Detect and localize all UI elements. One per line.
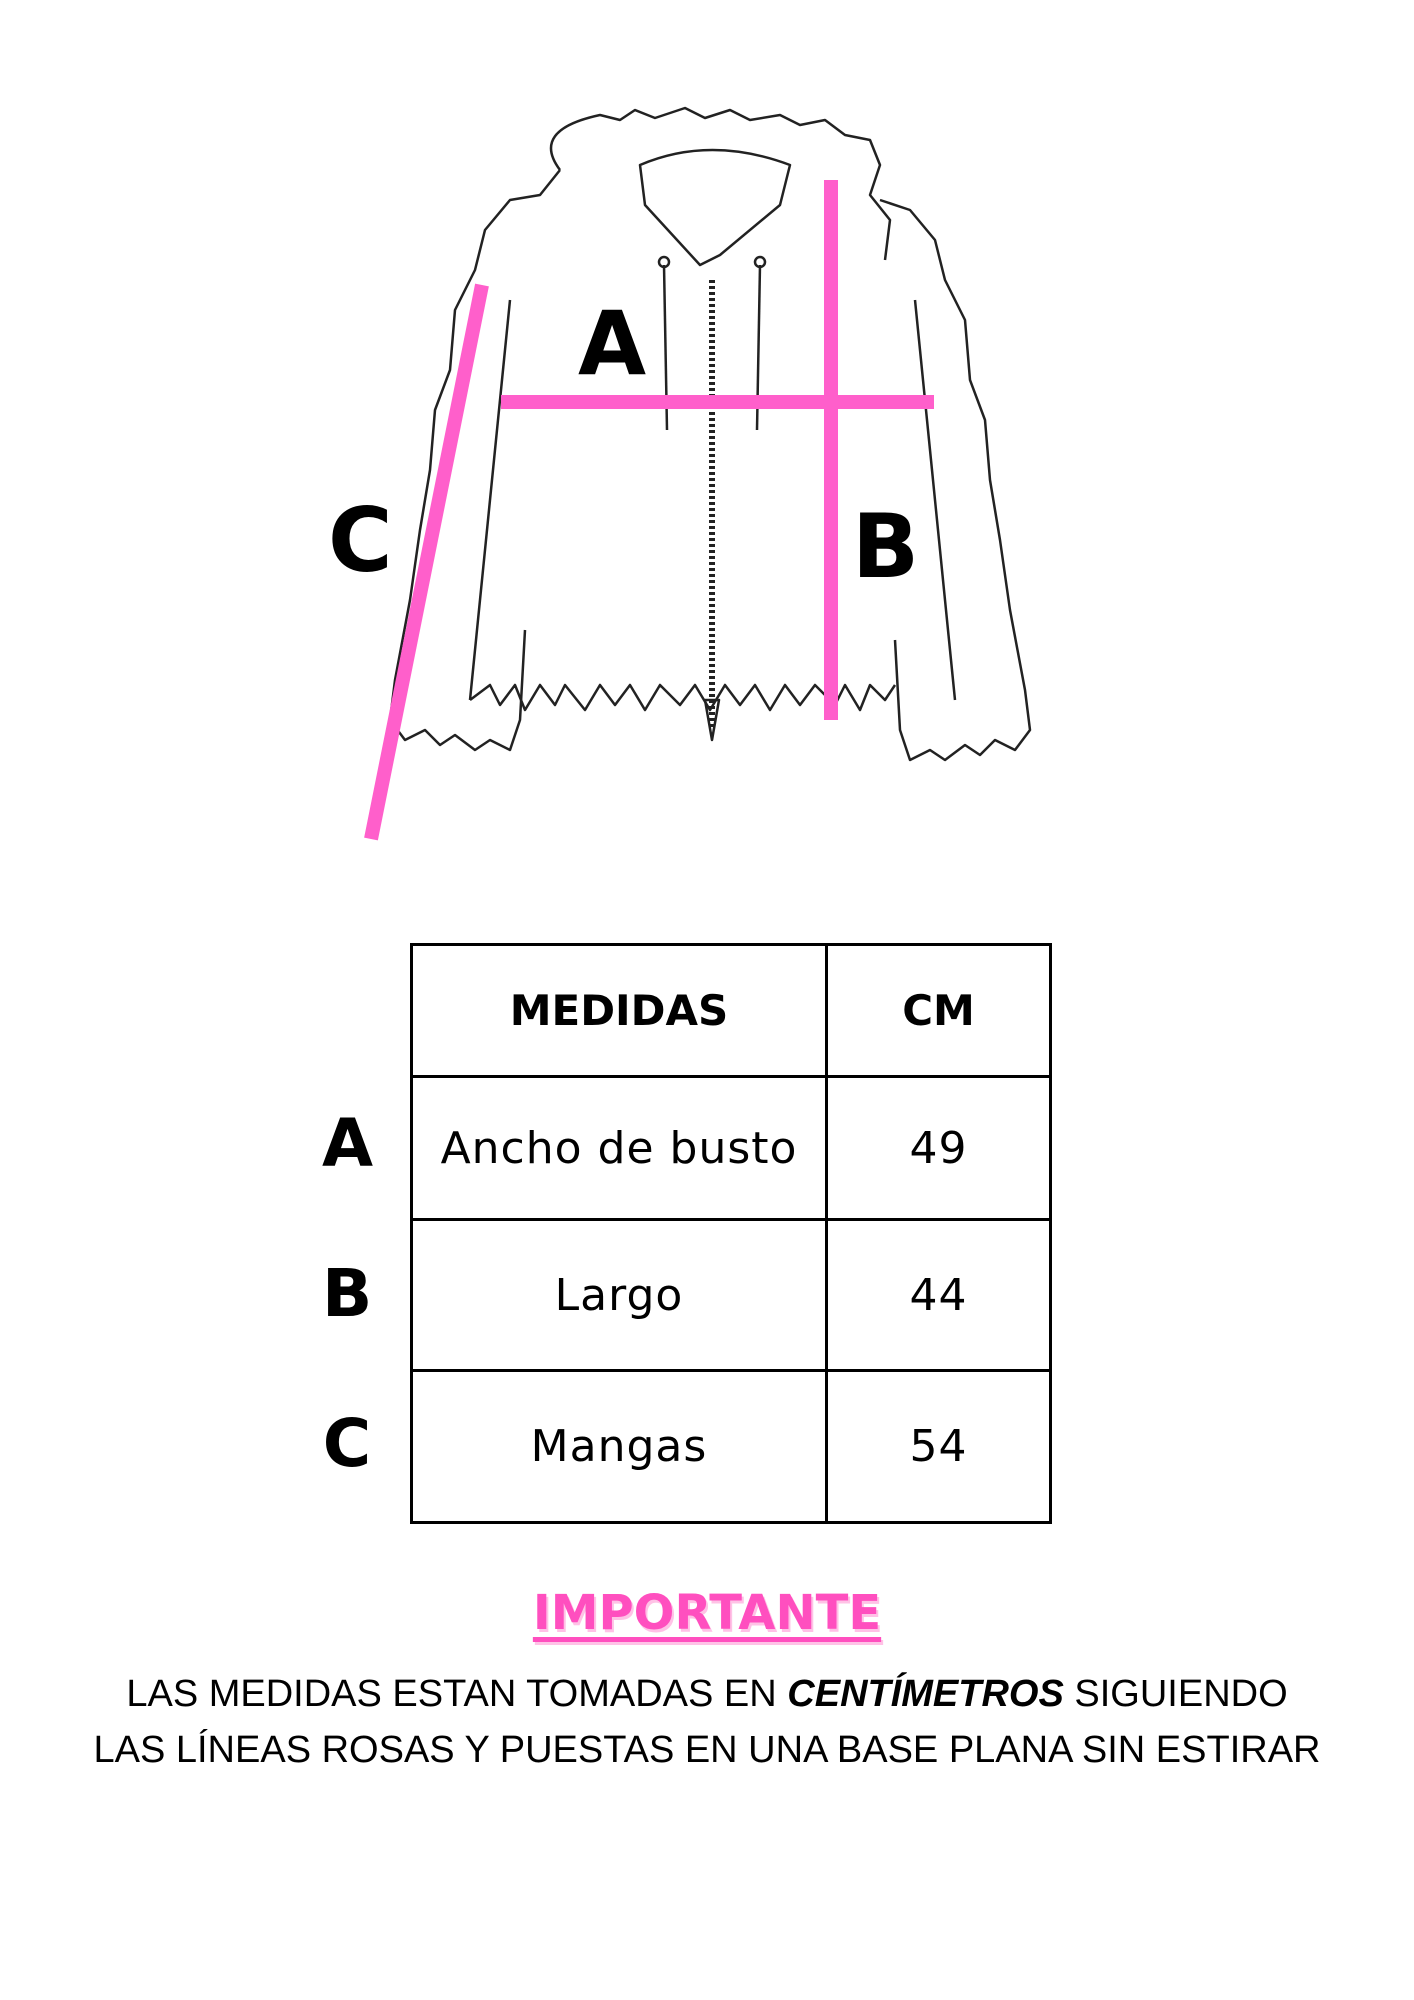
measure-line-c xyxy=(364,283,489,841)
sleeve-seam-right xyxy=(913,299,957,701)
important-heading: IMPORTANTE xyxy=(0,1585,1414,1641)
measure-name: Largo xyxy=(410,1218,828,1372)
hood-inner xyxy=(638,148,792,267)
header-medidas: MEDIDAS xyxy=(410,943,828,1078)
note-emphasis: CENTÍMETROS xyxy=(787,1673,1064,1715)
diagram-label-a: A xyxy=(578,292,647,395)
table-row: Ancho de busto 49 xyxy=(410,1075,1052,1221)
measurements-table: MEDIDAS CM Ancho de busto 49 Largo 44 Ma… xyxy=(410,943,1052,1524)
body-outline-right xyxy=(879,198,1032,762)
measure-name: Mangas xyxy=(410,1369,828,1524)
note-line-1: LAS MEDIDAS ESTAN TOMADAS EN CENTÍMETROS… xyxy=(0,1673,1414,1716)
note-text: SIGUIENDO xyxy=(1063,1673,1288,1715)
diagram-label-c: C xyxy=(328,489,393,592)
note-line-2: LAS LÍNEAS ROSAS Y PUESTAS EN UNA BASE P… xyxy=(93,1729,1321,1771)
important-title: IMPORTANTE xyxy=(532,1585,882,1641)
measure-value: 54 xyxy=(825,1369,1052,1524)
row-key-a: A xyxy=(322,1105,374,1182)
row-key-c: C xyxy=(322,1405,372,1482)
hood-outline xyxy=(549,106,892,261)
header-cm: CM xyxy=(825,943,1052,1078)
table-row: Mangas 54 xyxy=(410,1369,1052,1524)
diagram-label-b: B xyxy=(852,495,920,598)
row-key-b: B xyxy=(322,1255,373,1332)
table-row: Largo 44 xyxy=(410,1218,1052,1372)
table-header-row: MEDIDAS CM xyxy=(410,943,1052,1078)
measure-value: 44 xyxy=(825,1218,1052,1372)
note-text: LAS MEDIDAS ESTAN TOMADAS EN xyxy=(126,1673,788,1715)
measure-name: Ancho de busto xyxy=(410,1075,828,1221)
body-outline-left xyxy=(388,169,561,752)
jacket-illustration xyxy=(364,106,1032,841)
measure-value: 49 xyxy=(825,1075,1052,1221)
sleeve-seam-left xyxy=(468,299,512,701)
zipper-pull xyxy=(703,698,721,742)
